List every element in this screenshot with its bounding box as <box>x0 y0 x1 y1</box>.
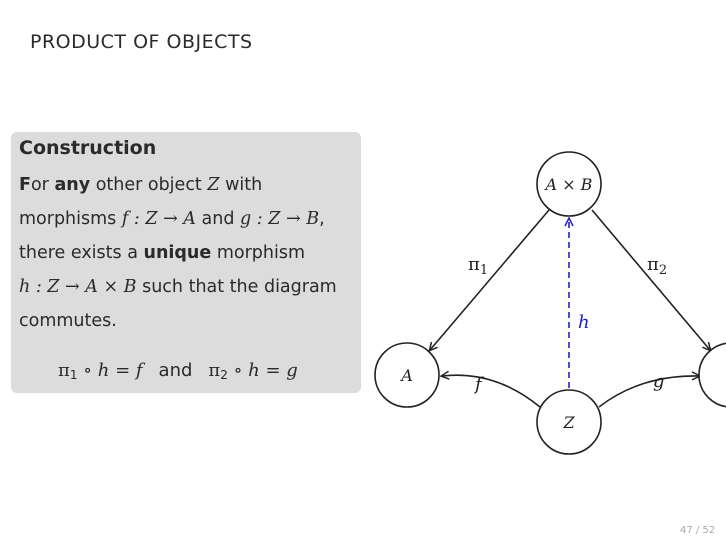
label-pi2: π2 <box>647 254 667 278</box>
node-z <box>536 389 602 455</box>
emphasis-unique: unique <box>143 243 212 263</box>
arrow-f <box>442 375 541 408</box>
block-title: Construction <box>19 137 157 159</box>
body-line-1: For any other object Z with <box>19 168 355 202</box>
equation-right: ∘ h = g <box>227 360 298 381</box>
page-number: 47 / 52 <box>680 525 716 536</box>
label-h: h <box>578 312 590 333</box>
text-run: , <box>319 209 325 229</box>
body-line-5: commutes. <box>19 304 355 338</box>
pi-symbol: π <box>58 360 70 381</box>
text-run: morphisms <box>19 209 122 229</box>
text-run: and <box>195 209 241 229</box>
node-product <box>536 151 602 217</box>
math-g-signature: g : Z → B <box>240 209 320 229</box>
body-line-4: h : Z → A × B such that the diagram <box>19 270 355 304</box>
text-run: or <box>30 175 55 195</box>
and-connector: and <box>158 360 193 381</box>
label-f: f <box>473 374 485 395</box>
construction-block: Construction For any other object Z with… <box>11 132 361 393</box>
node-a <box>374 342 440 408</box>
text-run: morphism <box>211 243 306 263</box>
arrow-pi2 <box>591 209 710 350</box>
math-h-signature: h : Z → A × B <box>19 277 137 297</box>
math-var-z: Z <box>207 175 220 195</box>
arrow-g <box>598 376 699 408</box>
equation-left: ∘ h = f <box>77 360 143 381</box>
text-run: there exists a <box>19 243 144 263</box>
node-a-label: A <box>399 366 413 385</box>
slide-title: PRODUCT OF OBJECTS <box>30 31 253 53</box>
block-body: For any other object Z with morphisms f … <box>19 168 355 338</box>
node-z-label: Z <box>562 413 575 432</box>
body-line-3: there exists a unique morphism <box>19 236 355 270</box>
text-run: commutes. <box>19 311 117 331</box>
arrow-pi1 <box>430 209 550 350</box>
node-b <box>698 342 726 408</box>
body-line-2: morphisms f : Z → A and g : Z → B, <box>19 202 355 236</box>
dropcap-letter: F <box>19 175 31 195</box>
label-g: g <box>653 371 665 392</box>
node-product-label: A × B <box>544 175 593 194</box>
text-run: with <box>219 175 263 195</box>
pi-subscript: 2 <box>220 368 228 382</box>
emphasis-any: any <box>54 175 91 195</box>
pi-symbol: π <box>208 360 221 381</box>
label-pi1: π1 <box>468 254 488 278</box>
text-run: other object <box>90 175 208 195</box>
pi-subscript: 1 <box>69 368 78 382</box>
text-run: such that the diagram <box>136 277 337 297</box>
math-f-signature: f : Z → A <box>121 209 196 229</box>
